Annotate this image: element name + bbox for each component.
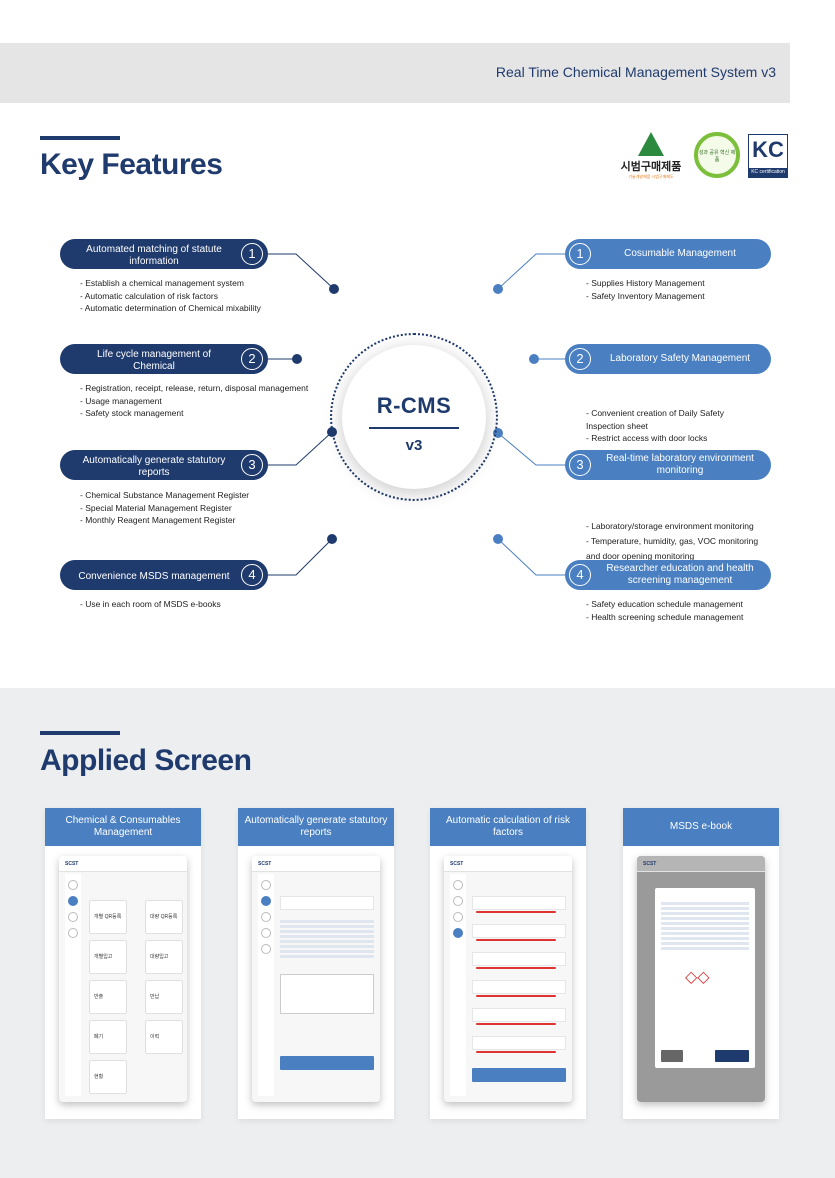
number-badge: 2	[569, 348, 591, 370]
screen-card-msds: MSDS e-book SCST ◇◇	[623, 808, 779, 1119]
rcms-center-badge: R-CMS v3	[342, 345, 486, 489]
number-badge: 4	[241, 564, 263, 586]
feature-connector-lines	[268, 253, 565, 576]
header-banner: Real Time Chemical Management System v3	[0, 43, 790, 103]
report-table	[280, 920, 374, 960]
risk-row	[472, 924, 566, 938]
product-version: v3	[405, 436, 423, 454]
risk-row	[472, 980, 566, 994]
number-badge: 2	[241, 348, 263, 370]
center-divider	[369, 427, 459, 429]
tile: 이력	[145, 1020, 183, 1054]
feature-left-3: Automatically generate statutory reports…	[60, 450, 268, 480]
card-title: MSDS e-book	[623, 808, 779, 846]
product-name: R-CMS	[376, 393, 452, 418]
feature-left-1-bullets: - Establish a chemical management system…	[80, 278, 261, 313]
number-badge: 3	[569, 454, 591, 476]
report-selector	[280, 896, 374, 910]
feature-left-1: Automated matching of statute informatio…	[60, 239, 268, 269]
procurement-mark-icon	[638, 132, 664, 156]
feature-left-3-bullets: - Chemical Substance Management Register…	[80, 490, 250, 525]
feature-right-2-bullets: - Convenient creation of Daily Safety In…	[586, 408, 724, 443]
screenshot-msds-ebook: SCST ◇◇	[637, 856, 765, 1102]
key-features-heading: Key Features	[40, 148, 223, 181]
risk-row	[472, 952, 566, 966]
tile: 대량입고	[145, 940, 183, 974]
risk-row	[472, 1036, 566, 1050]
risk-slider	[476, 1051, 556, 1053]
number-badge: 1	[241, 243, 263, 265]
risk-row	[472, 1008, 566, 1022]
kc-certification-logo: KC KC certification	[748, 134, 788, 178]
hazard-pictogram-icon: ◇◇	[685, 969, 710, 986]
risk-slider	[476, 939, 556, 941]
risk-save-button	[472, 1068, 566, 1082]
app-brand: SCST	[59, 856, 187, 872]
screen-card-reports: Automatically generate statutory reports…	[238, 808, 394, 1119]
app-brand: SCST	[252, 856, 380, 872]
tile: 반납	[145, 980, 183, 1014]
app-sidebar	[65, 874, 81, 1096]
msds-download-button	[715, 1050, 749, 1062]
card-title: Automatically generate statutory reports	[238, 808, 394, 846]
innovation-product-logo: 성과 공유 혁신 제품	[694, 132, 740, 178]
feature-left-4-bullets: - Use in each room of MSDS e-books	[80, 599, 221, 609]
card-title: Chemical & Consumables Management	[45, 808, 201, 846]
number-badge: 4	[569, 564, 591, 586]
report-download-button	[280, 1056, 374, 1070]
number-badge: 1	[569, 243, 591, 265]
app-brand: SCST	[444, 856, 572, 872]
tile: 개별입고	[89, 940, 127, 974]
tile: 반출	[89, 980, 127, 1014]
screenshot-risk-factors: SCST	[444, 856, 572, 1102]
heading-rule	[40, 731, 120, 735]
screen-card-chemical: Chemical & Consumables Management SCST 개…	[45, 808, 201, 1119]
screenshot-chemical-management: SCST 개별 QR등록 대량 QR등록 개별입고 대량입고 반출 반납 폐기 …	[59, 856, 187, 1102]
system-title: Real Time Chemical Management System v3	[495, 64, 776, 80]
report-preview	[280, 974, 374, 1014]
screenshot-statutory-reports: SCST	[252, 856, 380, 1102]
app-sidebar	[258, 874, 274, 1096]
risk-slider	[476, 967, 556, 969]
app-brand: SCST	[637, 856, 765, 872]
feature-right-3-bullets: - Laboratory/storage environment monitor…	[586, 521, 759, 561]
risk-slider	[476, 1023, 556, 1025]
number-badge: 3	[241, 454, 263, 476]
screen-card-risk: Automatic calculation of risk factors SC…	[430, 808, 586, 1119]
risk-slider	[476, 911, 556, 913]
risk-row	[472, 896, 566, 910]
feature-left-2-bullets: - Registration, receipt, release, return…	[80, 383, 309, 418]
card-title: Automatic calculation of risk factors	[430, 808, 586, 846]
applied-screen-heading: Applied Screen	[40, 744, 252, 777]
tile: 개별 QR등록	[89, 900, 127, 934]
msds-document	[661, 902, 749, 952]
msds-close-button	[661, 1050, 683, 1062]
msds-modal: ◇◇	[655, 888, 755, 1068]
tile: 현황	[89, 1060, 127, 1094]
feature-right-1-bullets: - Supplies History Management- Safety In…	[586, 278, 705, 301]
procurement-logo: 시범구매제품 기술개발제품 시범구매제도	[618, 132, 684, 180]
tile: 폐기	[89, 1020, 127, 1054]
risk-slider	[476, 995, 556, 997]
app-sidebar	[450, 874, 466, 1096]
center-dotted-ring	[330, 333, 498, 501]
certification-logos: 시범구매제품 기술개발제품 시범구매제도 성과 공유 혁신 제품 KC KC c…	[618, 132, 790, 180]
feature-right-4-bullets: - Safety education schedule management- …	[586, 599, 744, 622]
tile: 대량 QR등록	[145, 900, 183, 934]
heading-rule	[40, 136, 120, 140]
